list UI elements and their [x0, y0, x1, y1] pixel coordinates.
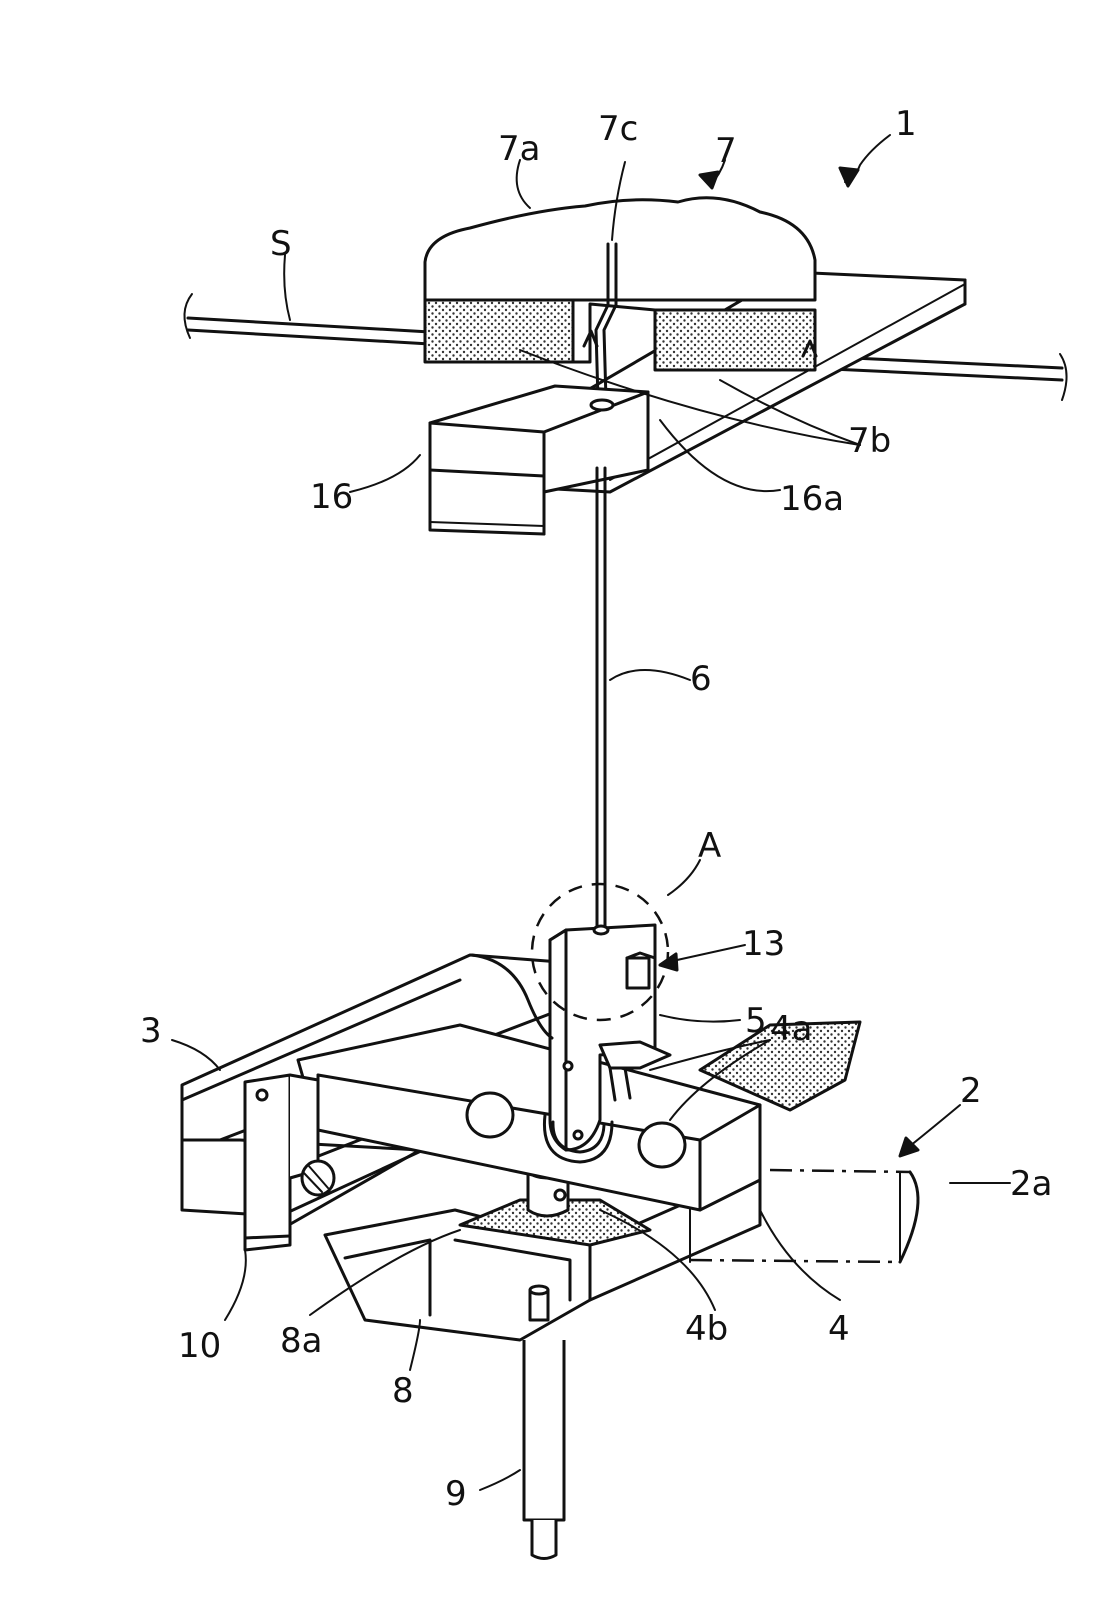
label-beam-pivot: 4b	[685, 1309, 728, 1349]
detail-circle	[530, 882, 670, 1022]
guide-block	[428, 384, 650, 536]
label-clamp: 7	[715, 131, 737, 171]
label-clamp-pads: 7b	[848, 421, 891, 461]
end-bracket	[243, 1073, 336, 1252]
label-post: 9	[445, 1474, 467, 1514]
label-guide-hole: 16a	[780, 479, 844, 519]
label-rail-extension: 2a	[1010, 1164, 1052, 1204]
label-beam-holes: 4a	[770, 1009, 812, 1049]
rail-unit	[689, 1020, 920, 1264]
flex-line	[470, 953, 554, 1040]
label-carriage-slot: 8a	[280, 1321, 322, 1361]
label-wire: 6	[690, 659, 712, 699]
label-latch: 13	[742, 924, 785, 964]
label-carriage: 8	[392, 1371, 414, 1411]
upper-assembly	[183, 196, 1068, 536]
label-hanger: 5	[745, 1001, 767, 1041]
lower-assembly	[180, 923, 920, 1560]
post	[522, 1340, 566, 1560]
label-clamp-cover: 7a	[498, 129, 540, 169]
label-clamp-wire-end: 7c	[598, 109, 638, 149]
wire	[595, 466, 607, 937]
label-rail-unit: 2	[960, 1071, 982, 1111]
label-beam: 4	[828, 1309, 850, 1349]
leader-lines	[171, 134, 1011, 1491]
hanger	[542, 923, 672, 1164]
clamp	[423, 196, 818, 402]
reference-labels: 1 7 7a 7c S 7b 16 16a 6 A 13 5 4a 3 2 2a…	[140, 104, 1052, 1514]
label-guide-block: 16	[310, 477, 353, 517]
label-support-strand: S	[270, 224, 292, 264]
label-end-bracket: 10	[178, 1326, 221, 1366]
label-rail: 3	[140, 1011, 162, 1051]
label-assembly: 1	[895, 104, 917, 144]
label-detail-circle: A	[698, 826, 721, 866]
